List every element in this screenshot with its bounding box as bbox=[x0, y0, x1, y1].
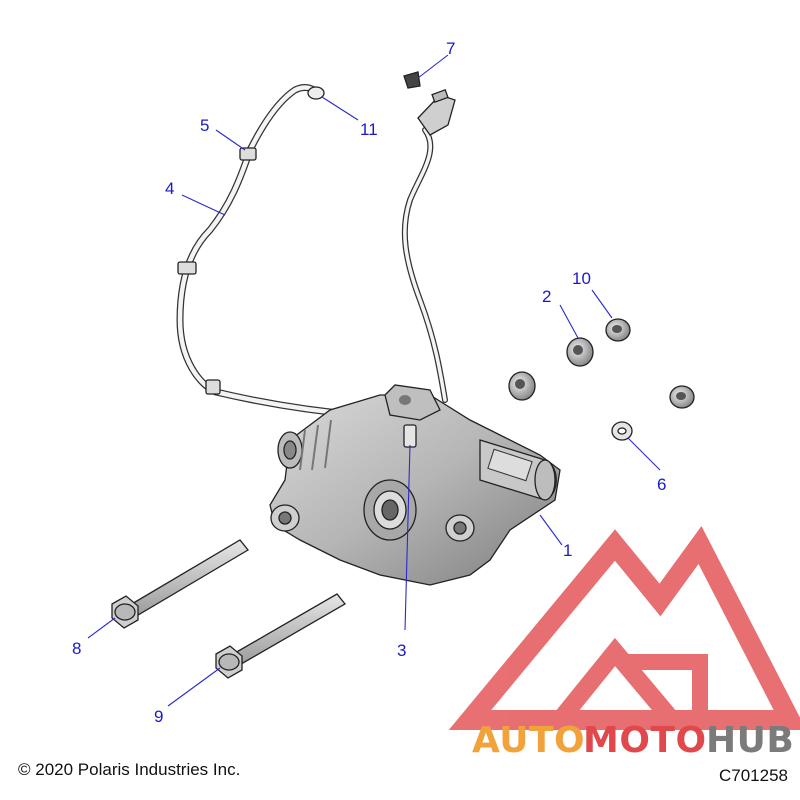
watermark-text: AUTO MOTO HUB bbox=[472, 720, 794, 761]
callout-4: 4 bbox=[165, 179, 174, 198]
callout-7: 7 bbox=[446, 39, 455, 58]
callout-10: 10 bbox=[572, 269, 591, 288]
callout-5: 5 bbox=[200, 116, 209, 135]
vent-cap bbox=[307, 86, 325, 100]
spacer-large bbox=[566, 337, 594, 367]
callout-8: 8 bbox=[72, 639, 81, 658]
gearcase-housing bbox=[269, 384, 561, 586]
callout-11: 11 bbox=[360, 120, 378, 139]
copyright-text: © 2020 Polaris Industries Inc. bbox=[18, 760, 241, 779]
bolt-8 bbox=[111, 539, 249, 629]
sensor-harness bbox=[401, 71, 456, 403]
watermark-logo bbox=[448, 525, 800, 730]
callout-1: 1 bbox=[563, 541, 572, 560]
callout-3: 3 bbox=[397, 641, 406, 660]
hose-clip bbox=[205, 379, 221, 395]
diagram-code: C701258 bbox=[718, 766, 788, 785]
bolt-9 bbox=[215, 593, 346, 679]
watermark-part-moto: MOTO bbox=[583, 720, 707, 761]
grommet-lower bbox=[669, 385, 695, 409]
breather-hose bbox=[176, 84, 434, 429]
callout-2: 2 bbox=[542, 287, 551, 306]
hose-clip bbox=[177, 261, 197, 275]
grommet-upper bbox=[605, 318, 631, 342]
callout-9: 9 bbox=[154, 707, 163, 726]
callout-labels: 1 2 3 4 5 6 7 8 9 10 11 bbox=[72, 39, 666, 726]
watermark-part-auto: AUTO bbox=[472, 720, 585, 761]
spacer-left bbox=[508, 371, 536, 401]
leader-lines bbox=[87, 54, 661, 707]
hose-clip bbox=[239, 147, 257, 161]
watermark-part-hub: HUB bbox=[706, 720, 794, 761]
flat-washer bbox=[611, 421, 633, 441]
callout-6: 6 bbox=[657, 475, 666, 494]
